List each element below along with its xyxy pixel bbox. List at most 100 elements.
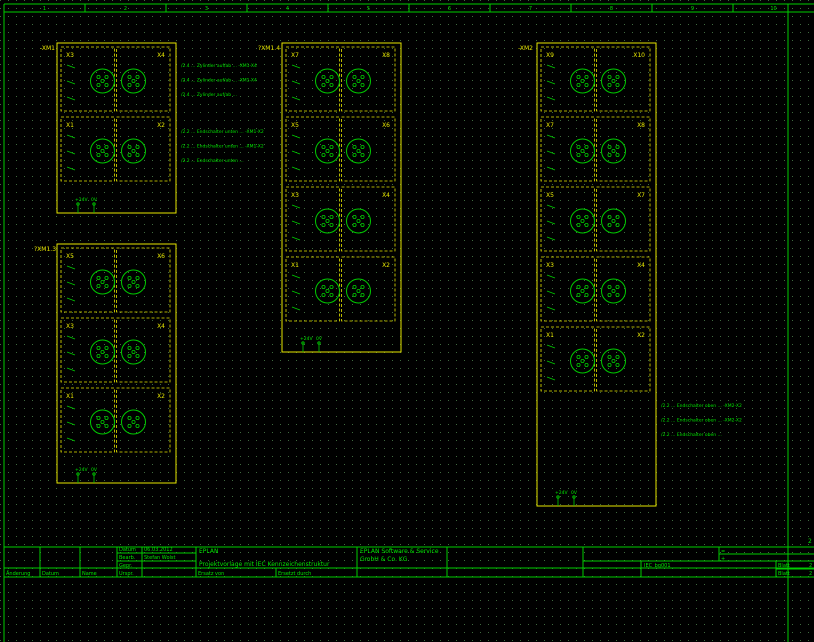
pin-icon: [584, 362, 589, 367]
pin-icon: [356, 218, 361, 223]
pin-icon: [135, 283, 140, 288]
pin-mark: [66, 281, 76, 286]
port-label: X3: [66, 323, 74, 330]
pin-icon: [321, 222, 326, 227]
pin-icon: [360, 152, 365, 157]
column-number: 8: [610, 6, 613, 12]
pin-icon: [607, 292, 612, 297]
pin-icon: [329, 222, 334, 227]
title-block-text: Datum 06.03.2012 Bearb. Stefan Wolst Gep…: [6, 547, 812, 577]
pin-icon: [607, 222, 612, 227]
port-label: X4: [157, 52, 165, 59]
pin-icon: [135, 353, 140, 358]
module-frame: [56, 42, 177, 214]
pin-icon: [615, 75, 620, 80]
column-name-label: Name: [82, 571, 97, 577]
connector-port: X2: [116, 387, 171, 453]
connector-icon: [570, 138, 595, 164]
module-label: ?XM1.3: [34, 246, 56, 253]
pin-icon: [360, 222, 365, 227]
pin-icon: [576, 222, 581, 227]
port-label: X2: [157, 122, 165, 129]
connector-icon: [121, 269, 146, 295]
connector-port: X7: [285, 46, 340, 112]
pin-icon: [131, 148, 136, 153]
connector-icon: [601, 68, 626, 94]
connector-port: X7: [596, 186, 651, 252]
pin-icon: [135, 423, 140, 428]
pin-icon: [329, 292, 334, 297]
connector-port: X3: [540, 256, 595, 322]
pin-mark: [291, 166, 301, 171]
column-number: 1: [43, 6, 46, 12]
port-label: X2: [637, 332, 645, 339]
pin-mark: [66, 64, 76, 69]
connector-icon: [90, 68, 115, 94]
pin-icon: [352, 144, 357, 149]
port-label: X1: [66, 122, 74, 129]
pin-icon: [325, 148, 330, 153]
port-label: X4: [382, 192, 390, 199]
pin-mark: [291, 80, 301, 85]
connector-icon: [121, 409, 146, 435]
pin-mark: [546, 344, 556, 349]
cross-reference: /2.2 ... Endschalter unten ...: [181, 158, 244, 164]
pin-mark: [546, 150, 556, 155]
pin-icon: [131, 419, 136, 424]
port-frame: [116, 116, 171, 182]
sign-plus: +: [721, 556, 725, 562]
connector-icon: [90, 339, 115, 365]
pin-mark: [66, 405, 76, 410]
port-frame: [116, 46, 171, 112]
pin-icon: [104, 83, 109, 88]
pin-icon: [135, 152, 140, 157]
power-label: +24V: [75, 197, 88, 203]
page-marker: 2: [808, 538, 812, 545]
pin-icon: [611, 358, 616, 363]
connector-port: X4: [596, 256, 651, 322]
connector-port: X4: [116, 46, 171, 112]
power-label: 0V: [91, 197, 98, 203]
pin-icon: [127, 275, 132, 280]
pin-icon: [131, 349, 136, 354]
port-label: X5: [66, 253, 74, 260]
connector-icon: [570, 208, 595, 234]
check-label: Gepr.: [119, 563, 133, 569]
pin-mark: [66, 351, 76, 356]
connector-icon: [121, 68, 146, 94]
port-frame: [341, 46, 396, 112]
edited-value: Stefan Wolst: [144, 555, 175, 561]
pin-icon: [584, 354, 589, 359]
connector-port: X4: [116, 317, 171, 383]
pin-mark: [546, 290, 556, 295]
terminal-icon: [556, 495, 560, 499]
port-label: X10: [633, 52, 645, 59]
company-line-1: EPLAN Software & Service: [360, 548, 439, 555]
pin-icon: [127, 152, 132, 157]
connector-icon: [90, 138, 115, 164]
pin-icon: [607, 284, 612, 289]
pin-icon: [321, 75, 326, 80]
pin-icon: [100, 419, 105, 424]
port-label: X6: [157, 253, 165, 260]
connector-port: X3: [60, 46, 115, 112]
terminal-icon: [76, 202, 80, 206]
connector-icon: [90, 409, 115, 435]
project-brand: EPLAN: [199, 548, 218, 555]
pin-icon: [329, 83, 334, 88]
pin-icon: [584, 292, 589, 297]
pin-icon: [576, 284, 581, 289]
pin-icon: [135, 144, 140, 149]
cross-reference: /2.2 ... Endschalter oben ... -XM2-X2: [661, 403, 742, 409]
port-label: X2: [157, 393, 165, 400]
pin-mark: [546, 166, 556, 171]
pin-icon: [615, 362, 620, 367]
drawing-number: IEC_bg001: [644, 563, 671, 569]
connector-icon: [315, 68, 340, 94]
connector-port: X8: [596, 116, 651, 182]
connector-port: X3: [60, 317, 115, 383]
pin-mark: [291, 306, 301, 311]
pin-icon: [329, 214, 334, 219]
